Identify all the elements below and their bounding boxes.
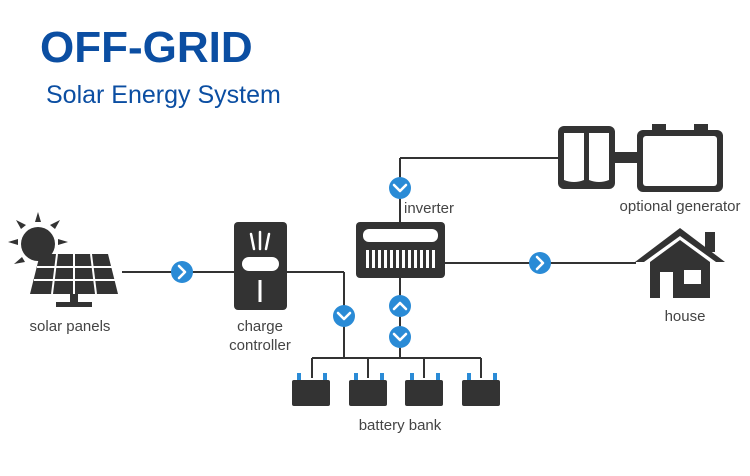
inverter-label: inverter xyxy=(404,200,455,217)
charge-controller-icon xyxy=(234,222,287,310)
charge-controller-label-line2: controller xyxy=(229,336,291,354)
charge-controller-label-line1: charge xyxy=(237,318,283,335)
inverter-icon xyxy=(356,222,445,278)
flow-arrow-right-icon xyxy=(171,261,193,283)
sun-icon xyxy=(8,212,68,264)
battery-icon xyxy=(292,373,330,406)
page-title: OFF-GRID xyxy=(40,23,253,72)
flow-arrow-right-icon xyxy=(529,252,551,274)
battery-icon xyxy=(405,373,443,406)
flow-arrow-down-icon xyxy=(389,177,411,199)
battery-bank-label: battery bank xyxy=(358,417,442,434)
generator-icon xyxy=(558,124,723,192)
page-subtitle: Solar Energy System xyxy=(46,81,281,109)
flow-arrow-down-icon xyxy=(333,305,355,327)
flow-arrow-down-icon xyxy=(389,326,411,348)
solar-panels-label: solar panels xyxy=(29,318,111,335)
charge-controller-label: charge controller xyxy=(210,318,310,356)
flow-arrow-up-icon xyxy=(389,295,411,317)
optional-generator-label: optional generator xyxy=(619,198,741,215)
battery-icon xyxy=(462,373,500,406)
house-icon xyxy=(635,228,725,298)
house-label: house xyxy=(664,308,706,325)
solar-panel-icon xyxy=(8,212,118,307)
battery-icon xyxy=(349,373,387,406)
